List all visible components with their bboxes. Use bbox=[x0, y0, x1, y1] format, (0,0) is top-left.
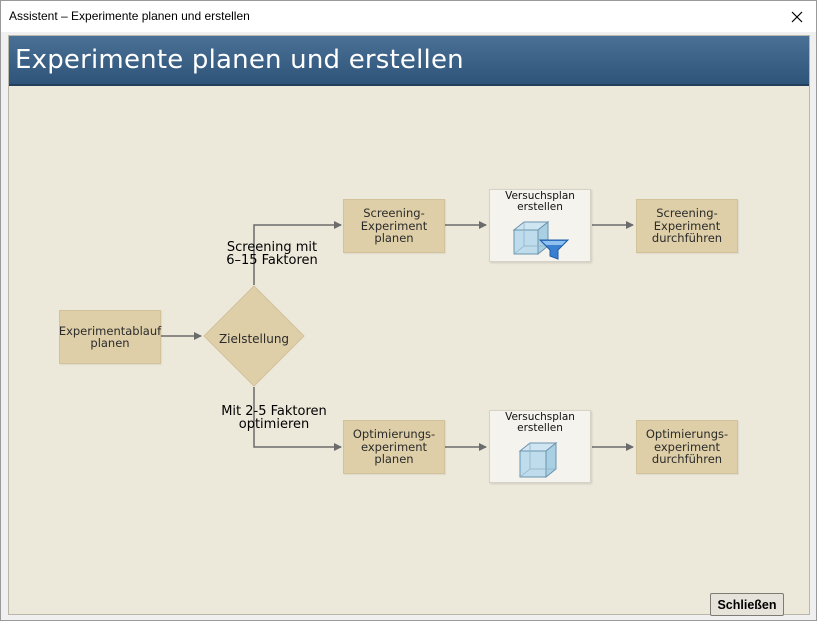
start-step-box[interactable]: Experimentablauf planen bbox=[59, 310, 161, 364]
screening-run-box[interactable]: Screening- Experiment durchführen bbox=[636, 199, 738, 253]
close-icon bbox=[791, 11, 803, 22]
optimization-create-design-box[interactable]: Versuchsplan erstellen bbox=[489, 410, 591, 483]
branch-bottom-label: Mit 2-5 Faktoren optimieren bbox=[221, 404, 327, 432]
connector-decision-bottom bbox=[253, 387, 342, 451]
cube-filter-icon bbox=[512, 220, 570, 260]
optimization-plan-box[interactable]: Optimierungs- experiment planen bbox=[343, 420, 445, 474]
cube-icon bbox=[518, 441, 558, 479]
cube-icon bbox=[512, 220, 550, 256]
branch-top-label: Screening mit 6–15 Faktoren bbox=[226, 240, 318, 268]
optimization-create-design-label: Versuchsplan erstellen bbox=[505, 411, 575, 434]
screening-plan-box[interactable]: Screening- Experiment planen bbox=[343, 199, 445, 253]
screening-create-design-label: Versuchsplan erstellen bbox=[505, 190, 575, 213]
title-bar: Assistent – Experimente planen und erste… bbox=[1, 1, 816, 32]
close-window-button[interactable] bbox=[780, 1, 814, 32]
decision-label: Zielstellung bbox=[218, 332, 290, 346]
optimization-run-box[interactable]: Optimierungs- experiment durchführen bbox=[636, 420, 738, 474]
close-button[interactable]: Schließen bbox=[710, 593, 784, 616]
filter-funnel-icon bbox=[538, 239, 570, 260]
window-title: Assistent – Experimente planen und erste… bbox=[9, 9, 250, 23]
page-title: Experimente planen und erstellen bbox=[15, 45, 464, 75]
screening-create-design-box[interactable]: Versuchsplan erstellen bbox=[489, 189, 591, 262]
decision-diamond[interactable] bbox=[203, 285, 305, 387]
header-banner: Experimente planen und erstellen bbox=[9, 36, 809, 86]
connector-decision-top bbox=[253, 221, 342, 285]
